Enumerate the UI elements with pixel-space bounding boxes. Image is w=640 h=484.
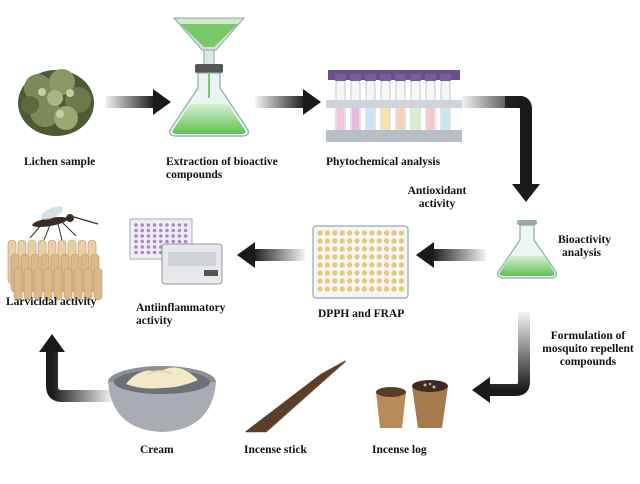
label-dpph-frap: DPPH and FRAP — [318, 308, 405, 320]
well-plate-icon — [312, 225, 409, 299]
arrow-lichen-to-extraction — [105, 89, 171, 115]
arrow-dpph-to-antiinflammatory — [237, 242, 305, 268]
plate-reader-icon — [129, 218, 223, 285]
arrow-cream-to-larvicidal — [39, 334, 112, 402]
arrow-extraction-to-phyto — [255, 89, 321, 115]
arrow-bioactivity-to-dpph — [416, 242, 486, 268]
label-cream: Cream — [140, 444, 174, 456]
cream-bowl-icon — [108, 366, 216, 432]
label-bioactivity-line2: analysis — [562, 247, 601, 259]
arrow-phyto-to-bioactivity — [462, 96, 540, 202]
label-antiinflammatory-line2: activity — [136, 315, 173, 327]
flask-icon — [497, 220, 557, 279]
mosquito-icon — [29, 206, 99, 241]
label-bioactivity-line1: Bioactivity — [558, 234, 612, 246]
label-extraction-line2: compounds — [166, 169, 223, 181]
incense-log-icon — [376, 380, 448, 428]
label-lichen-sample: Lichen sample — [24, 156, 96, 168]
incense-stick-icon — [245, 360, 346, 433]
label-formulation-line2: mosquito repellent — [542, 343, 634, 355]
label-incense-log: Incense log — [372, 444, 427, 456]
larvae-icon — [7, 239, 103, 301]
label-antioxidant-line2: activity — [418, 198, 456, 210]
lichen-icon — [18, 69, 94, 136]
label-phytochemical-analysis: Phytochemical analysis — [326, 156, 441, 168]
label-formulation-line3: compounds — [559, 356, 617, 368]
label-antioxidant-line1: Antioxidant — [407, 185, 467, 197]
label-antiinflammatory-line1: Antiinflammatory — [136, 302, 226, 314]
funnel-flask-icon — [169, 17, 249, 137]
arrow-bioactivity-to-formulation — [472, 312, 530, 403]
test-tube-rack-icon — [326, 70, 462, 142]
label-formulation-line1: Formulation of — [550, 330, 626, 342]
label-incense-stick: Incense stick — [244, 444, 307, 456]
label-extraction-line1: Extraction of bioactive — [166, 156, 278, 168]
label-larvicidal-activity: Larvicidal activity — [6, 296, 97, 308]
